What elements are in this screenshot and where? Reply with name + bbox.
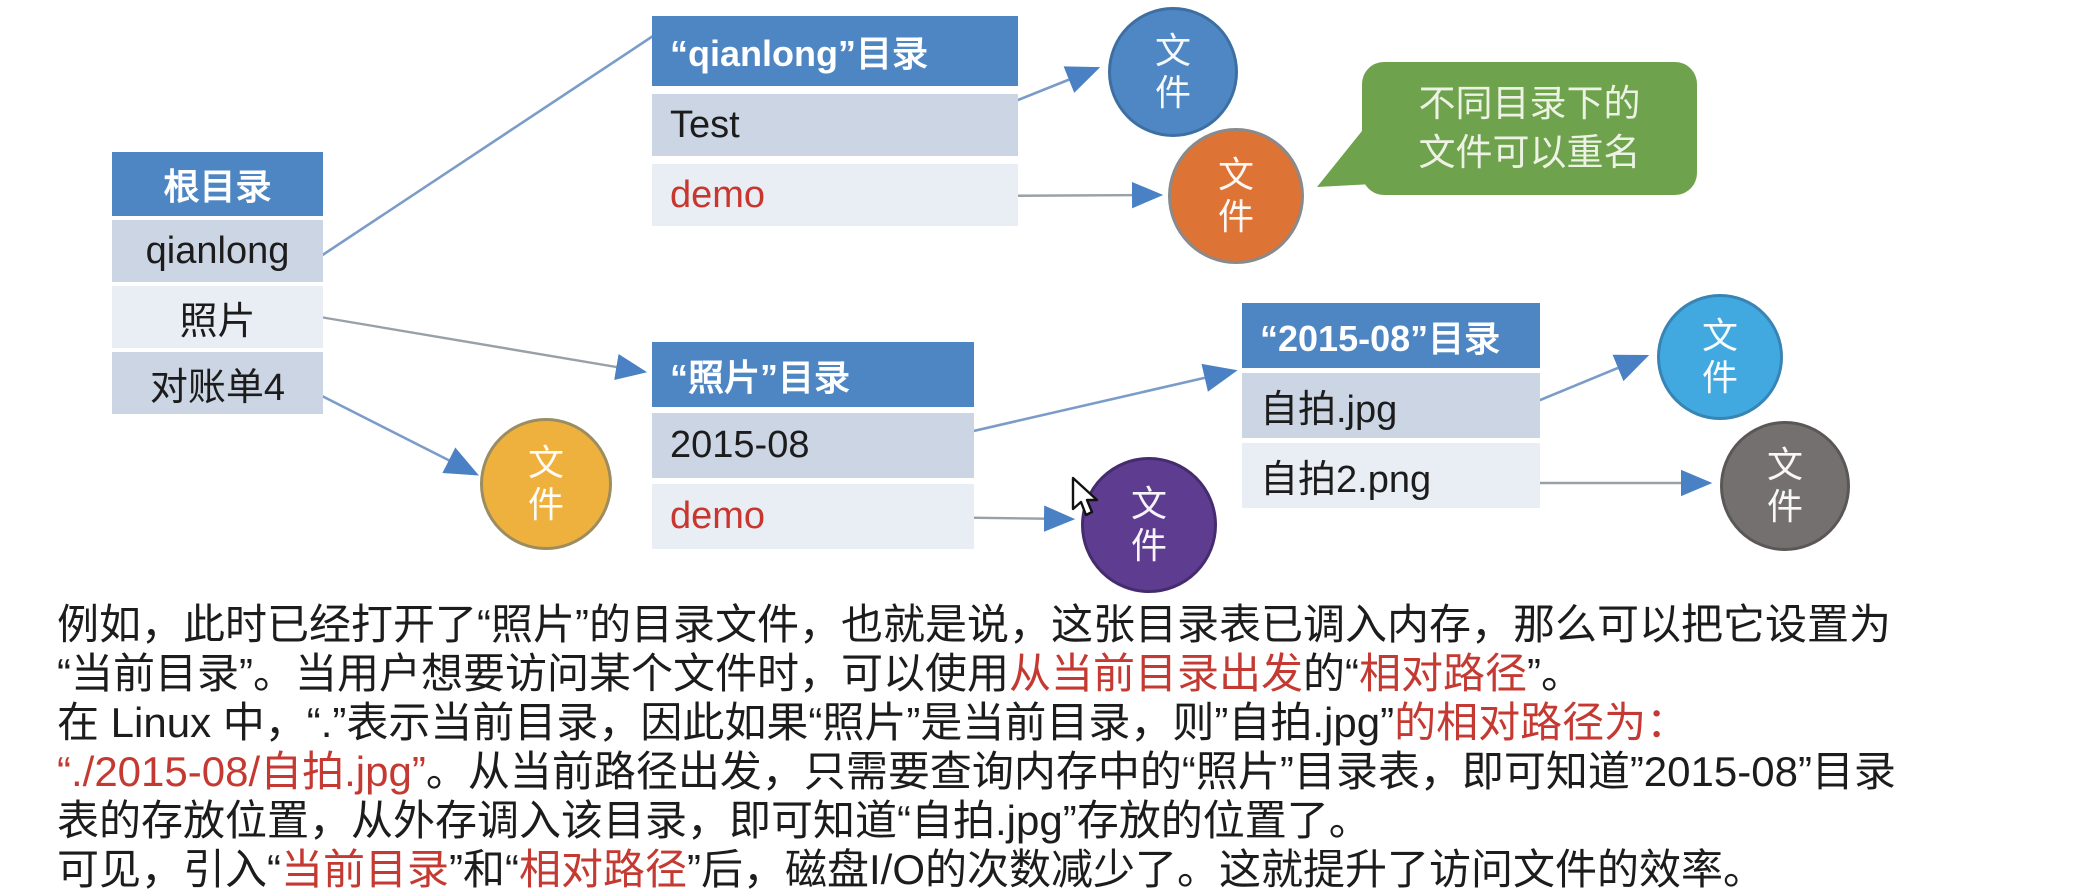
table-row: 自拍2.png bbox=[1242, 443, 1540, 508]
file-label: 文件 bbox=[1130, 482, 1167, 566]
table-row: 自拍.jpg bbox=[1242, 373, 1540, 438]
file-label: 文件 bbox=[1701, 314, 1738, 398]
table-row: demo bbox=[652, 164, 1018, 226]
file-label: 文件 bbox=[527, 441, 564, 525]
text-segment: 例如，此时已经打开了“照片”的目录文件，也就是说，这张目录表已调入内存，那么可以… bbox=[57, 601, 1891, 648]
qianlong-directory-header: “qianlong”目录 bbox=[652, 16, 1018, 86]
arrow-duizhangdan-to-file bbox=[319, 393, 479, 476]
paragraph-line: 例如，此时已经打开了“照片”的目录文件，也就是说，这张目录表已调入内存，那么可以… bbox=[57, 600, 2062, 649]
arrow-zhaopian-to-table bbox=[319, 315, 648, 381]
paragraph-line: “当前目录”。当用户想要访问某个文件时，可以使用从当前目录出发的“相对路径”。 bbox=[57, 649, 2062, 698]
table-row: 2015-08 bbox=[652, 413, 974, 478]
paragraph-line: 表的存放位置，从外存调入该目录，即可知道“自拍.jpg”存放的位置了。 bbox=[57, 796, 2062, 845]
file-circle-blue: 文件 bbox=[1108, 7, 1238, 137]
root-directory-header: 根目录 bbox=[112, 152, 323, 216]
paragraph-line: 可见，引入“当前目录”和“相对路径”后，磁盘I/O的次数减少了。这就提升了访问文… bbox=[57, 845, 2062, 894]
file-label: 文件 bbox=[1766, 443, 1803, 527]
zhaopian-directory-header: “照片”目录 bbox=[652, 342, 974, 407]
text-segment: ”和“ bbox=[449, 846, 519, 893]
file-circle-orange: 文件 bbox=[1168, 128, 1304, 264]
text-segment-red: 从当前目录出发 bbox=[1008, 650, 1303, 697]
y2015-directory-table: “2015-08”目录 自拍.jpg 自拍2.png bbox=[1242, 303, 1540, 508]
text-segment-red: “./2015-08/自拍.jpg” bbox=[57, 748, 426, 795]
file-circle-lightblue: 文件 bbox=[1657, 294, 1783, 420]
text-segment-red: 相对路径 bbox=[1359, 650, 1528, 697]
file-label: 文件 bbox=[1217, 153, 1254, 237]
text-segment: 可见，引入“ bbox=[57, 846, 281, 893]
file-circle-purple: 文件 bbox=[1081, 457, 1217, 593]
text-segment: ”后，磁盘I/O的次数减少了。这就提升了访问文件的效率。 bbox=[687, 846, 1766, 893]
text-segment-red: 的相对路径为： bbox=[1394, 699, 1689, 746]
qianlong-directory-table: “qianlong”目录 Test demo bbox=[652, 16, 1018, 226]
zhaopian-directory-table: “照片”目录 2015-08 demo bbox=[652, 342, 974, 549]
text-segment: ”。 bbox=[1527, 650, 1584, 697]
table-row: Test bbox=[652, 94, 1018, 156]
file-circle-yellow: 文件 bbox=[480, 418, 612, 550]
text-segment: 表的存放位置，从外存调入该目录，即可知道“自拍.jpg”存放的位置了。 bbox=[57, 797, 1371, 844]
table-row: 对账单4 bbox=[112, 352, 323, 414]
explanation-paragraph: 例如，此时已经打开了“照片”的目录文件，也就是说，这张目录表已调入内存，那么可以… bbox=[57, 600, 2062, 894]
callout-bubble: 不同目录下的 文件可以重名 bbox=[1362, 62, 1697, 195]
paragraph-line: “./2015-08/自拍.jpg”。从当前路径出发，只需要查询内存中的“照片”… bbox=[57, 747, 2062, 796]
text-segment-red: 相对路径 bbox=[519, 846, 688, 893]
table-row: 照片 bbox=[112, 286, 323, 348]
text-segment: “当前目录”。当用户想要访问某个文件时，可以使用 bbox=[57, 650, 1009, 697]
paragraph-line: 在 Linux 中，“.”表示当前目录，因此如果“照片”是当前目录，则”自拍.j… bbox=[57, 698, 2062, 747]
text-segment-red: 当前目录 bbox=[281, 846, 450, 893]
mouse-cursor-icon bbox=[1070, 476, 1102, 523]
root-directory-table: 根目录 qianlong 照片 对账单4 bbox=[112, 152, 323, 414]
file-label: 文件 bbox=[1154, 29, 1191, 113]
file-circle-gray: 文件 bbox=[1720, 421, 1850, 551]
table-row: qianlong bbox=[112, 220, 323, 282]
y2015-directory-header: “2015-08”目录 bbox=[1242, 303, 1540, 368]
text-segment: 在 Linux 中，“.”表示当前目录，因此如果“照片”是当前目录，则”自拍.j… bbox=[57, 699, 1395, 746]
text-segment: 。从当前路径出发，只需要查询内存中的“照片”目录表，即可知道”2015-08”目… bbox=[425, 748, 1896, 795]
arrow-qianlong-to-table bbox=[317, 32, 657, 260]
table-row: demo bbox=[652, 484, 974, 549]
text-segment: 的“ bbox=[1303, 650, 1359, 697]
